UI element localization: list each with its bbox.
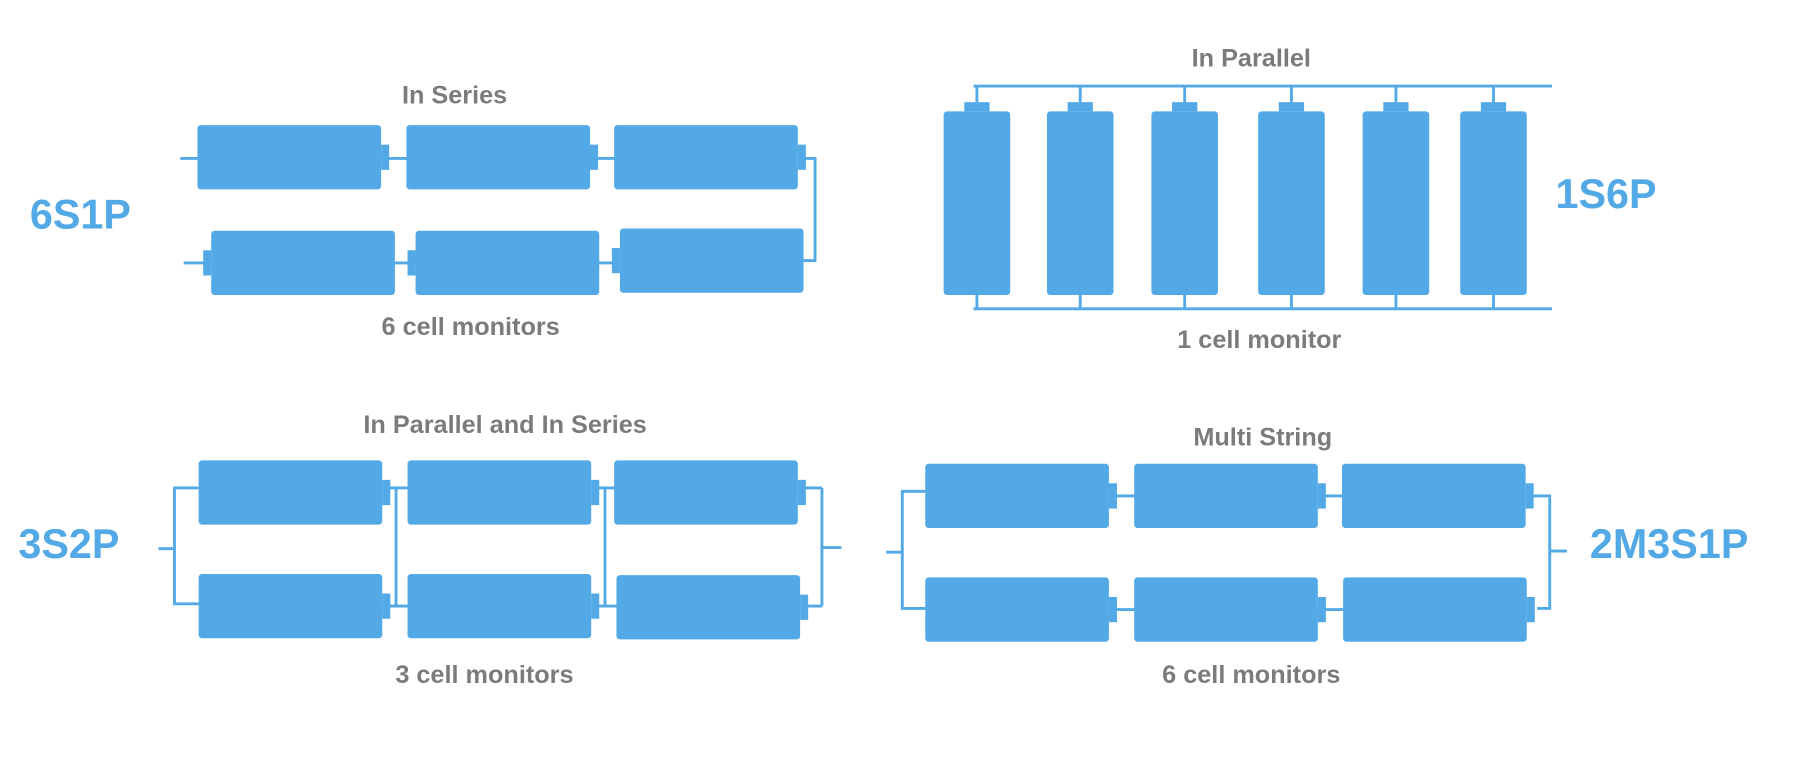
battery-cell bbox=[1362, 102, 1430, 296]
battery-cell bbox=[1258, 102, 1325, 296]
cell-terminal bbox=[1383, 102, 1409, 112]
cell-body bbox=[614, 460, 798, 525]
battery-cell bbox=[1046, 102, 1114, 296]
cell-body bbox=[616, 575, 801, 640]
cell-body bbox=[1134, 577, 1318, 642]
cell-body bbox=[406, 125, 591, 190]
battery-cell bbox=[198, 573, 391, 639]
cell-terminal bbox=[797, 144, 806, 170]
battery-cell bbox=[614, 125, 806, 190]
battery-cell bbox=[1343, 577, 1535, 642]
cell-body bbox=[1460, 111, 1527, 296]
cell-terminal bbox=[1108, 483, 1117, 509]
cell-body bbox=[198, 573, 383, 639]
cell-body bbox=[197, 125, 382, 190]
parallel-monitors: 1 cell monitor bbox=[1177, 326, 1341, 354]
battery-cell bbox=[203, 230, 395, 296]
cell-terminal bbox=[591, 593, 600, 619]
parallel-series-code: 3S2P bbox=[18, 521, 119, 567]
cell-terminal bbox=[381, 144, 390, 170]
battery-cell bbox=[925, 463, 1117, 529]
cell-terminal bbox=[1067, 102, 1093, 112]
cell-terminal bbox=[797, 479, 806, 506]
cell-terminal bbox=[203, 250, 212, 276]
cell-terminal bbox=[590, 144, 599, 170]
cell-body bbox=[407, 573, 592, 639]
cell-terminal bbox=[611, 247, 620, 274]
cell-body bbox=[1046, 111, 1114, 296]
wire bbox=[173, 486, 199, 606]
cell-terminal bbox=[1480, 102, 1507, 112]
cell-terminal bbox=[800, 594, 809, 620]
cell-terminal bbox=[382, 479, 391, 506]
parallel-title: In Parallel bbox=[1192, 45, 1311, 73]
cell-body bbox=[1151, 111, 1218, 296]
wire bbox=[803, 156, 817, 263]
cell-terminal bbox=[1172, 102, 1198, 112]
battery-cell bbox=[616, 575, 809, 640]
cell-terminal bbox=[407, 250, 416, 276]
cell-terminal bbox=[382, 593, 391, 619]
battery-cell bbox=[407, 230, 600, 296]
series-title: In Series bbox=[402, 81, 507, 109]
multi-string-monitors: 6 cell monitors bbox=[1162, 661, 1340, 689]
cell-body bbox=[925, 463, 1109, 529]
cell-terminal bbox=[1108, 596, 1117, 623]
wire bbox=[900, 489, 926, 610]
battery-cell bbox=[614, 460, 806, 525]
cell-body bbox=[1258, 111, 1325, 296]
multi-string-code: 2M3S1P bbox=[1590, 521, 1748, 567]
cell-body bbox=[614, 125, 798, 190]
cell-terminal bbox=[1525, 483, 1534, 509]
battery-cell bbox=[406, 125, 599, 190]
cell-body bbox=[407, 460, 592, 525]
cell-body bbox=[1343, 577, 1527, 642]
parallel-series-monitors: 3 cell monitors bbox=[395, 661, 573, 689]
cell-body bbox=[925, 577, 1109, 642]
multi-string-title: Multi String bbox=[1193, 423, 1332, 451]
battery-cell bbox=[943, 102, 1011, 296]
series-monitors: 6 cell monitors bbox=[382, 313, 560, 341]
parallel-series-title: In Parallel and In Series bbox=[363, 411, 646, 439]
battery-cell bbox=[1460, 102, 1527, 296]
battery-cell bbox=[925, 577, 1117, 642]
battery-cell bbox=[1134, 577, 1326, 642]
cell-body bbox=[619, 228, 804, 293]
parallel-code: 1S6P bbox=[1555, 171, 1656, 217]
cell-body bbox=[1341, 463, 1526, 529]
cell-terminal bbox=[1526, 596, 1535, 623]
battery-cell bbox=[197, 125, 390, 190]
battery-cell bbox=[407, 460, 600, 525]
battery-cell bbox=[1341, 463, 1534, 529]
cell-terminal bbox=[1278, 102, 1305, 112]
battery-cell bbox=[611, 228, 804, 293]
cell-terminal bbox=[591, 479, 600, 506]
cell-body bbox=[415, 230, 600, 296]
battery-cell bbox=[1134, 463, 1326, 529]
cell-body bbox=[943, 111, 1011, 296]
cell-body bbox=[1362, 111, 1430, 296]
cell-body bbox=[1134, 463, 1318, 529]
battery-cell bbox=[1151, 102, 1218, 296]
battery-cell bbox=[198, 460, 391, 525]
cell-body bbox=[211, 230, 395, 296]
cell-terminal bbox=[1317, 483, 1326, 509]
series-code: 6S1P bbox=[30, 191, 131, 237]
cell-body bbox=[198, 460, 383, 525]
cell-terminal bbox=[1317, 596, 1326, 623]
battery-cell bbox=[407, 573, 600, 639]
cells bbox=[197, 102, 1535, 642]
cell-terminal bbox=[964, 102, 990, 112]
